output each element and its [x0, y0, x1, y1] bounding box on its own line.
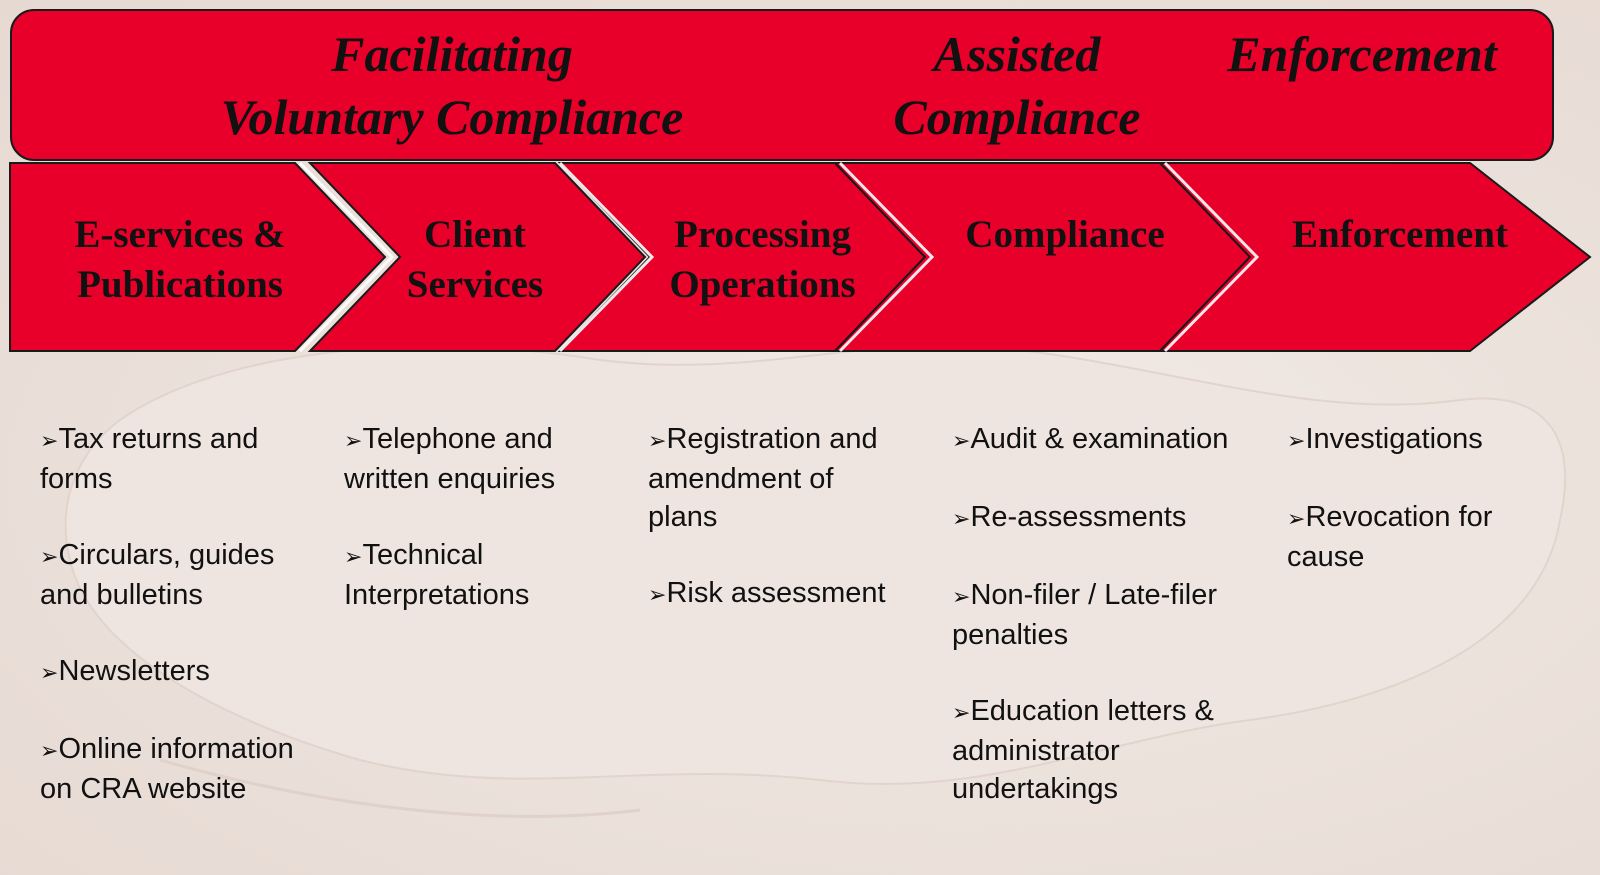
- voluntary-heading-line2: Voluntary Compliance: [220, 89, 684, 145]
- stage-label-processing: Processing Operations: [640, 210, 885, 310]
- stage-label-line1: Enforcement: [1292, 213, 1508, 256]
- list-item: ➢Telephone and written enquiries: [344, 420, 599, 498]
- stage-label-line1: Client: [424, 213, 526, 256]
- chevron-highlight-1: [298, 162, 395, 353]
- stage-label-client-services: Client Services: [375, 210, 575, 310]
- bullet-arrow-icon: ➢: [344, 544, 363, 569]
- bullet-arrow-icon: ➢: [952, 584, 971, 609]
- list-item-text: Telephone and written enquiries: [344, 423, 556, 495]
- chevron-client-services: [307, 162, 647, 352]
- assisted-heading-line2: Compliance: [893, 89, 1141, 145]
- column-processing: ➢Registration and amendment of plans ➢Ri…: [648, 420, 903, 652]
- list-item-text: Online information on CRA website: [40, 733, 294, 805]
- bullet-arrow-icon: ➢: [40, 660, 59, 685]
- voluntary-heading-line1: Facilitating: [331, 26, 573, 82]
- bullet-arrow-icon: ➢: [952, 700, 971, 725]
- bullet-arrow-icon: ➢: [1287, 506, 1306, 531]
- list-item: ➢Technical Interpretations: [344, 536, 599, 614]
- assisted-compliance-heading: Assisted Compliance: [867, 23, 1167, 149]
- map-landmass-shape: [64, 344, 1567, 786]
- list-item-text: Investigations: [1305, 423, 1483, 455]
- list-item: ➢Investigations: [1287, 420, 1557, 460]
- bullet-arrow-icon: ➢: [952, 428, 971, 453]
- list-item: ➢Non-filer / Late-filer penalties: [952, 576, 1232, 654]
- list-item: ➢Registration and amendment of plans: [648, 420, 903, 536]
- chevron-eservices: [9, 162, 387, 352]
- stage-label-compliance: Compliance: [930, 210, 1200, 260]
- stage-label-line2: Operations: [669, 263, 856, 306]
- bullet-arrow-icon: ➢: [1287, 428, 1306, 453]
- list-item-text: Non-filer / Late-filer penalties: [952, 579, 1218, 651]
- enforcement-heading-line1: Enforcement: [1227, 26, 1497, 82]
- enforcement-heading: Enforcement: [1192, 23, 1532, 86]
- map-land-detail: [159, 758, 641, 818]
- chevron-enforcement: [1157, 162, 1592, 352]
- stage-label-line2: Publications: [77, 263, 283, 306]
- list-item: ➢Revocation for cause: [1287, 498, 1557, 576]
- bullet-arrow-icon: ➢: [40, 428, 59, 453]
- chevron-highlight-4: [1163, 162, 1260, 353]
- column-enforcement: ➢Investigations ➢Revocation for cause: [1287, 420, 1557, 614]
- stage-label-line1: E-services &: [74, 213, 286, 256]
- chevron-highlight-2: [558, 162, 655, 353]
- stage-label-line2: Services: [406, 263, 544, 306]
- stage-label-line1: Processing: [674, 213, 851, 256]
- stage-label-line1: Compliance: [965, 213, 1165, 256]
- voluntary-compliance-heading: Facilitating Voluntary Compliance: [192, 23, 712, 149]
- list-item: ➢Tax returns and forms: [40, 420, 305, 498]
- list-item-text: Registration and amendment of plans: [648, 423, 878, 533]
- list-item: ➢Circulars, guides and bulletins: [40, 536, 305, 614]
- process-chevrons: [9, 162, 1592, 353]
- bullet-arrow-icon: ➢: [40, 544, 59, 569]
- list-item-text: Tax returns and forms: [40, 423, 259, 495]
- list-item-text: Revocation for cause: [1287, 501, 1493, 573]
- list-item: ➢Newsletters: [40, 652, 305, 692]
- column-compliance: ➢Audit & examination ➢Re-assessments ➢No…: [952, 420, 1232, 846]
- compliance-banner: Facilitating Voluntary Compliance Assist…: [10, 9, 1554, 161]
- column-eservices: ➢Tax returns and forms ➢Circulars, guide…: [40, 420, 305, 846]
- list-item-text: Risk assessment: [666, 577, 886, 609]
- list-item-text: Newsletters: [58, 655, 210, 687]
- list-item-text: Technical Interpretations: [344, 539, 530, 611]
- stage-label-eservices: E-services & Publications: [30, 210, 330, 310]
- assisted-heading-line1: Assisted: [933, 26, 1101, 82]
- bullet-arrow-icon: ➢: [648, 428, 667, 453]
- list-item-text: Circulars, guides and bulletins: [40, 539, 275, 611]
- stage-label-enforcement: Enforcement: [1265, 210, 1535, 260]
- list-item: ➢Risk assessment: [648, 574, 903, 614]
- bullet-arrow-icon: ➢: [952, 506, 971, 531]
- list-item: ➢Education letters & administrator under…: [952, 692, 1232, 808]
- bullet-arrow-icon: ➢: [344, 428, 363, 453]
- list-item: ➢Re-assessments: [952, 498, 1232, 538]
- list-item-text: Education letters & administrator undert…: [952, 695, 1214, 805]
- chevron-highlight-3: [838, 162, 935, 353]
- bullet-arrow-icon: ➢: [648, 582, 667, 607]
- list-item-text: Re-assessments: [970, 501, 1187, 533]
- list-item: ➢Audit & examination: [952, 420, 1232, 460]
- bullet-arrow-icon: ➢: [40, 738, 59, 763]
- list-item-text: Audit & examination: [970, 423, 1229, 455]
- list-item: ➢Online information on CRA website: [40, 730, 305, 808]
- column-client-services: ➢Telephone and written enquiries ➢Techni…: [344, 420, 599, 652]
